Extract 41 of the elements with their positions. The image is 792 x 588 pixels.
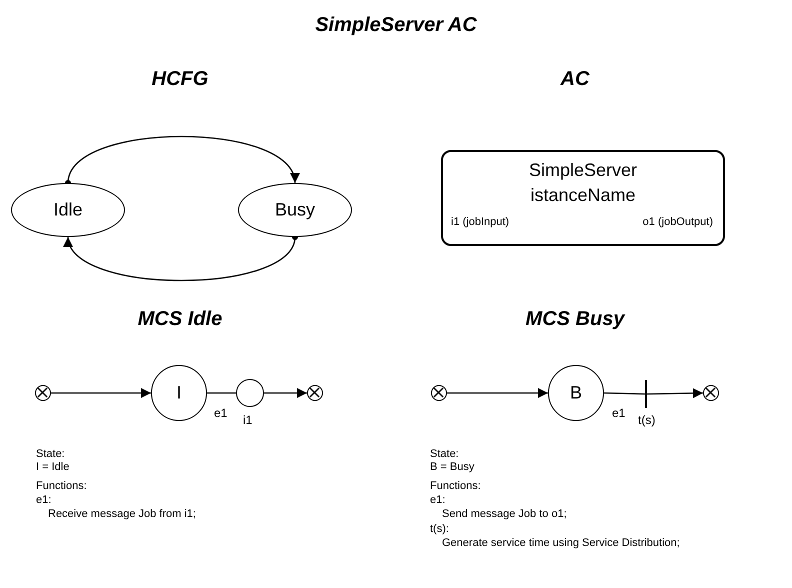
port-label: i1 [243, 413, 252, 427]
component-name: istanceName [529, 185, 637, 206]
terminal-symbol [35, 385, 51, 401]
arrow [66, 234, 298, 282]
port-label: t(s) [638, 413, 656, 427]
state-label: B [568, 382, 583, 404]
arrow [646, 388, 704, 398]
section-heading: MCS Idle [136, 308, 224, 331]
note-text: t(s): [430, 523, 449, 535]
note-text: Functions: [36, 480, 87, 492]
note-text: B = Busy [430, 461, 474, 473]
arrow [51, 388, 151, 398]
note-text: Generate service time using Service Distribution; [442, 537, 680, 549]
section-heading: MCS Busy [524, 308, 626, 331]
component-name: SimpleServer [528, 160, 638, 181]
port-label: i1 (jobInput) [451, 216, 510, 228]
terminal-symbol [307, 385, 323, 401]
note-text: e1: [430, 494, 446, 506]
state-label: Idle [52, 200, 84, 220]
edge-label: e1 [611, 406, 626, 420]
state-label: Busy [274, 200, 316, 220]
arrow [447, 388, 548, 398]
note-text: I = Idle [36, 461, 70, 473]
diagram-title: SimpleServer AC [314, 14, 478, 37]
note-text: State: [430, 448, 459, 460]
note-text: Receive message Job from i1; [48, 508, 196, 520]
terminal-symbol [703, 385, 719, 401]
section-heading: HCFG [150, 68, 210, 91]
note-text: State: [36, 448, 65, 460]
terminal-symbol [431, 385, 447, 401]
note-text: Send message Job to o1; [442, 508, 567, 520]
note-text: e1: [36, 494, 52, 506]
arrow [65, 136, 297, 186]
port-circle [236, 379, 264, 407]
section-heading: AC [559, 68, 590, 91]
state-label: I [175, 382, 182, 404]
port-label: o1 (jobOutput) [642, 216, 713, 228]
arrow [264, 388, 307, 398]
component-box [441, 150, 725, 246]
note-text: Functions: [430, 480, 481, 492]
edge-label: e1 [213, 406, 228, 420]
